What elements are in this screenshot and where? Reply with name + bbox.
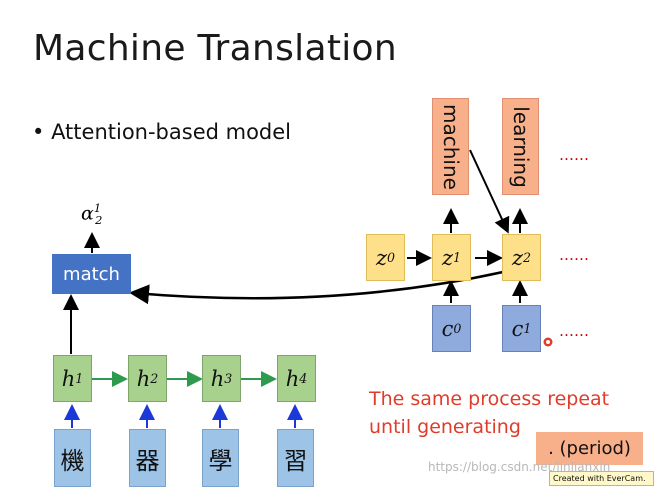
watermark: https://blog.csdn.net/linlianxin: [428, 460, 611, 474]
ellipsis-outputs: ……: [559, 146, 589, 164]
output-token-learning: learning: [502, 98, 539, 195]
bullet-text: Attention-based model: [51, 120, 292, 144]
input-token-1: 機: [54, 429, 91, 487]
slide-title: Machine Translation: [33, 28, 397, 69]
output-token-machine: machine: [432, 98, 469, 195]
match-box: match: [52, 254, 131, 294]
input-token-3: 學: [202, 429, 239, 487]
arrow-machine-z2: [469, 149, 510, 234]
note-line-1: The same process repeat: [369, 388, 610, 410]
period-token: . (period): [536, 432, 643, 465]
note-line-2: until generating: [369, 416, 521, 438]
input-token-4: 習: [277, 429, 314, 487]
ellipsis-contexts: ……: [559, 322, 589, 340]
input-token-2: 器: [129, 429, 166, 487]
attention-weight-label: α12: [81, 201, 103, 228]
evercam-badge: Created with EverCam.: [549, 471, 654, 486]
ellipsis-states: ……: [559, 246, 589, 264]
bullet-item: • Attention-based model: [32, 120, 292, 144]
